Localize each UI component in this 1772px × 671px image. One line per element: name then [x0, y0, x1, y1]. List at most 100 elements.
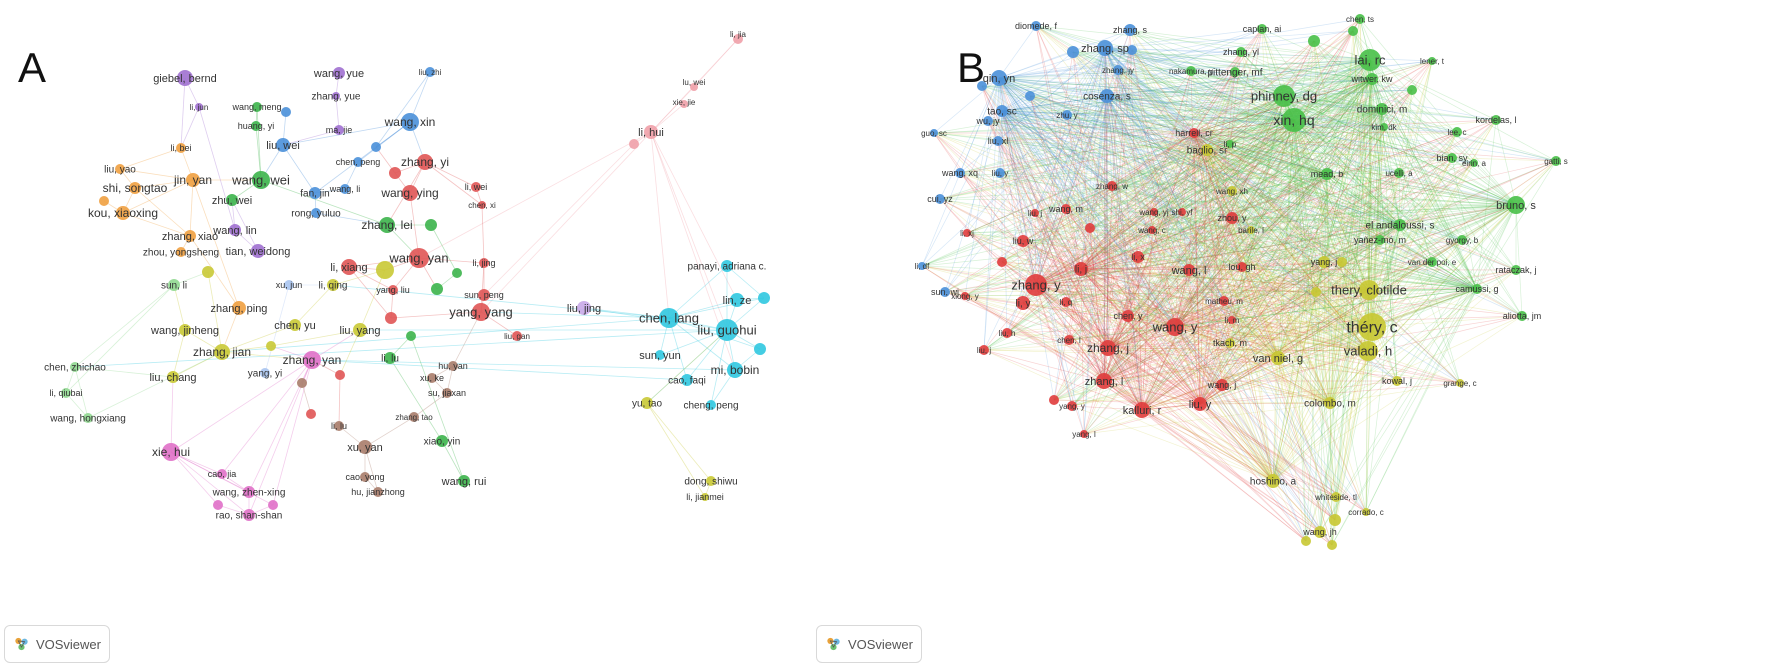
author-node[interactable] [706, 476, 716, 486]
author-node[interactable] [332, 92, 340, 100]
author-node[interactable] [930, 129, 938, 137]
author-node[interactable] [1355, 14, 1365, 24]
author-node[interactable] [1074, 262, 1088, 276]
author-node[interactable] [1236, 47, 1246, 57]
author-node[interactable] [1096, 373, 1112, 389]
author-node[interactable] [327, 279, 339, 291]
author-node[interactable] [996, 105, 1008, 117]
author-node[interactable] [1366, 73, 1378, 85]
author-node[interactable] [1186, 66, 1196, 76]
author-node[interactable] [629, 139, 639, 149]
author-node[interactable] [1394, 219, 1406, 231]
author-node[interactable] [479, 258, 489, 268]
author-node[interactable] [1002, 328, 1012, 338]
author-node[interactable] [1358, 313, 1386, 341]
author-node[interactable] [425, 67, 435, 77]
author-node[interactable] [706, 400, 716, 410]
author-node[interactable] [168, 279, 180, 291]
author-node[interactable] [1201, 144, 1213, 156]
author-node[interactable] [427, 373, 437, 383]
author-node[interactable] [1150, 208, 1158, 216]
author-node[interactable] [306, 409, 316, 419]
author-node[interactable] [360, 472, 370, 482]
author-node[interactable] [358, 440, 372, 454]
author-node[interactable] [442, 388, 452, 398]
author-node[interactable] [1061, 297, 1071, 307]
author-node[interactable] [1507, 196, 1525, 214]
author-node[interactable] [1031, 209, 1039, 217]
author-node[interactable] [251, 244, 265, 258]
author-node[interactable] [478, 201, 486, 209]
author-node[interactable] [229, 224, 241, 236]
author-node[interactable] [243, 486, 255, 498]
author-node[interactable] [373, 487, 383, 497]
author-node[interactable] [1085, 223, 1095, 233]
author-node[interactable] [406, 331, 416, 341]
author-node[interactable] [1107, 181, 1117, 191]
author-node[interactable] [448, 361, 458, 371]
author-node[interactable] [226, 194, 238, 206]
author-node[interactable] [276, 138, 290, 152]
author-node[interactable] [1362, 508, 1370, 516]
author-node[interactable] [641, 397, 653, 409]
author-node[interactable] [1271, 351, 1285, 365]
author-node[interactable] [1148, 226, 1156, 234]
author-node[interactable] [303, 351, 321, 369]
author-node[interactable] [995, 168, 1005, 178]
author-node[interactable] [918, 262, 926, 270]
author-node[interactable] [458, 475, 470, 487]
author-node[interactable] [1321, 168, 1333, 180]
author-node[interactable] [232, 301, 246, 315]
author-node[interactable] [655, 350, 665, 360]
author-node[interactable] [1452, 127, 1462, 137]
author-node[interactable] [162, 443, 180, 461]
author-node[interactable] [1219, 296, 1229, 306]
author-node[interactable] [243, 509, 255, 521]
author-node[interactable] [1049, 395, 1059, 405]
author-node[interactable] [690, 83, 698, 91]
author-node[interactable] [1183, 264, 1195, 276]
author-node[interactable] [311, 208, 321, 218]
author-node[interactable] [733, 34, 743, 44]
author-node[interactable] [341, 259, 357, 275]
author-node[interactable] [384, 352, 396, 364]
author-node[interactable] [644, 125, 658, 139]
author-node[interactable] [1428, 57, 1436, 65]
author-node[interactable] [425, 219, 437, 231]
author-node[interactable] [1225, 338, 1235, 348]
author-node[interactable] [260, 368, 270, 378]
author-node[interactable] [730, 293, 744, 307]
author-node[interactable] [1122, 310, 1134, 322]
author-node[interactable] [431, 283, 443, 295]
author-node[interactable] [1228, 316, 1236, 324]
author-node[interactable] [417, 154, 433, 170]
author-node[interactable] [1100, 89, 1114, 103]
author-node[interactable] [1100, 340, 1116, 356]
author-node[interactable] [1407, 85, 1417, 95]
author-node[interactable] [1282, 108, 1306, 132]
author-node[interactable] [61, 388, 71, 398]
author-node[interactable] [252, 102, 262, 112]
author-node[interactable] [1113, 65, 1123, 75]
author-node[interactable] [979, 345, 989, 355]
author-node[interactable] [388, 285, 398, 295]
author-node[interactable] [409, 248, 429, 268]
author-node[interactable] [116, 206, 130, 220]
author-node[interactable] [758, 292, 770, 304]
author-node[interactable] [1517, 311, 1527, 321]
author-node[interactable] [389, 167, 401, 179]
author-node[interactable] [251, 121, 261, 131]
author-node[interactable] [1392, 376, 1402, 386]
author-node[interactable] [1472, 284, 1482, 294]
author-node[interactable] [217, 469, 227, 479]
author-node[interactable] [436, 435, 448, 447]
author-node[interactable] [1427, 257, 1437, 267]
author-node[interactable] [1511, 265, 1521, 275]
author-node[interactable] [659, 308, 679, 328]
author-node[interactable] [99, 196, 109, 206]
author-node[interactable] [333, 67, 345, 79]
author-node[interactable] [940, 287, 950, 297]
author-node[interactable] [997, 257, 1007, 267]
author-node[interactable] [284, 280, 294, 290]
